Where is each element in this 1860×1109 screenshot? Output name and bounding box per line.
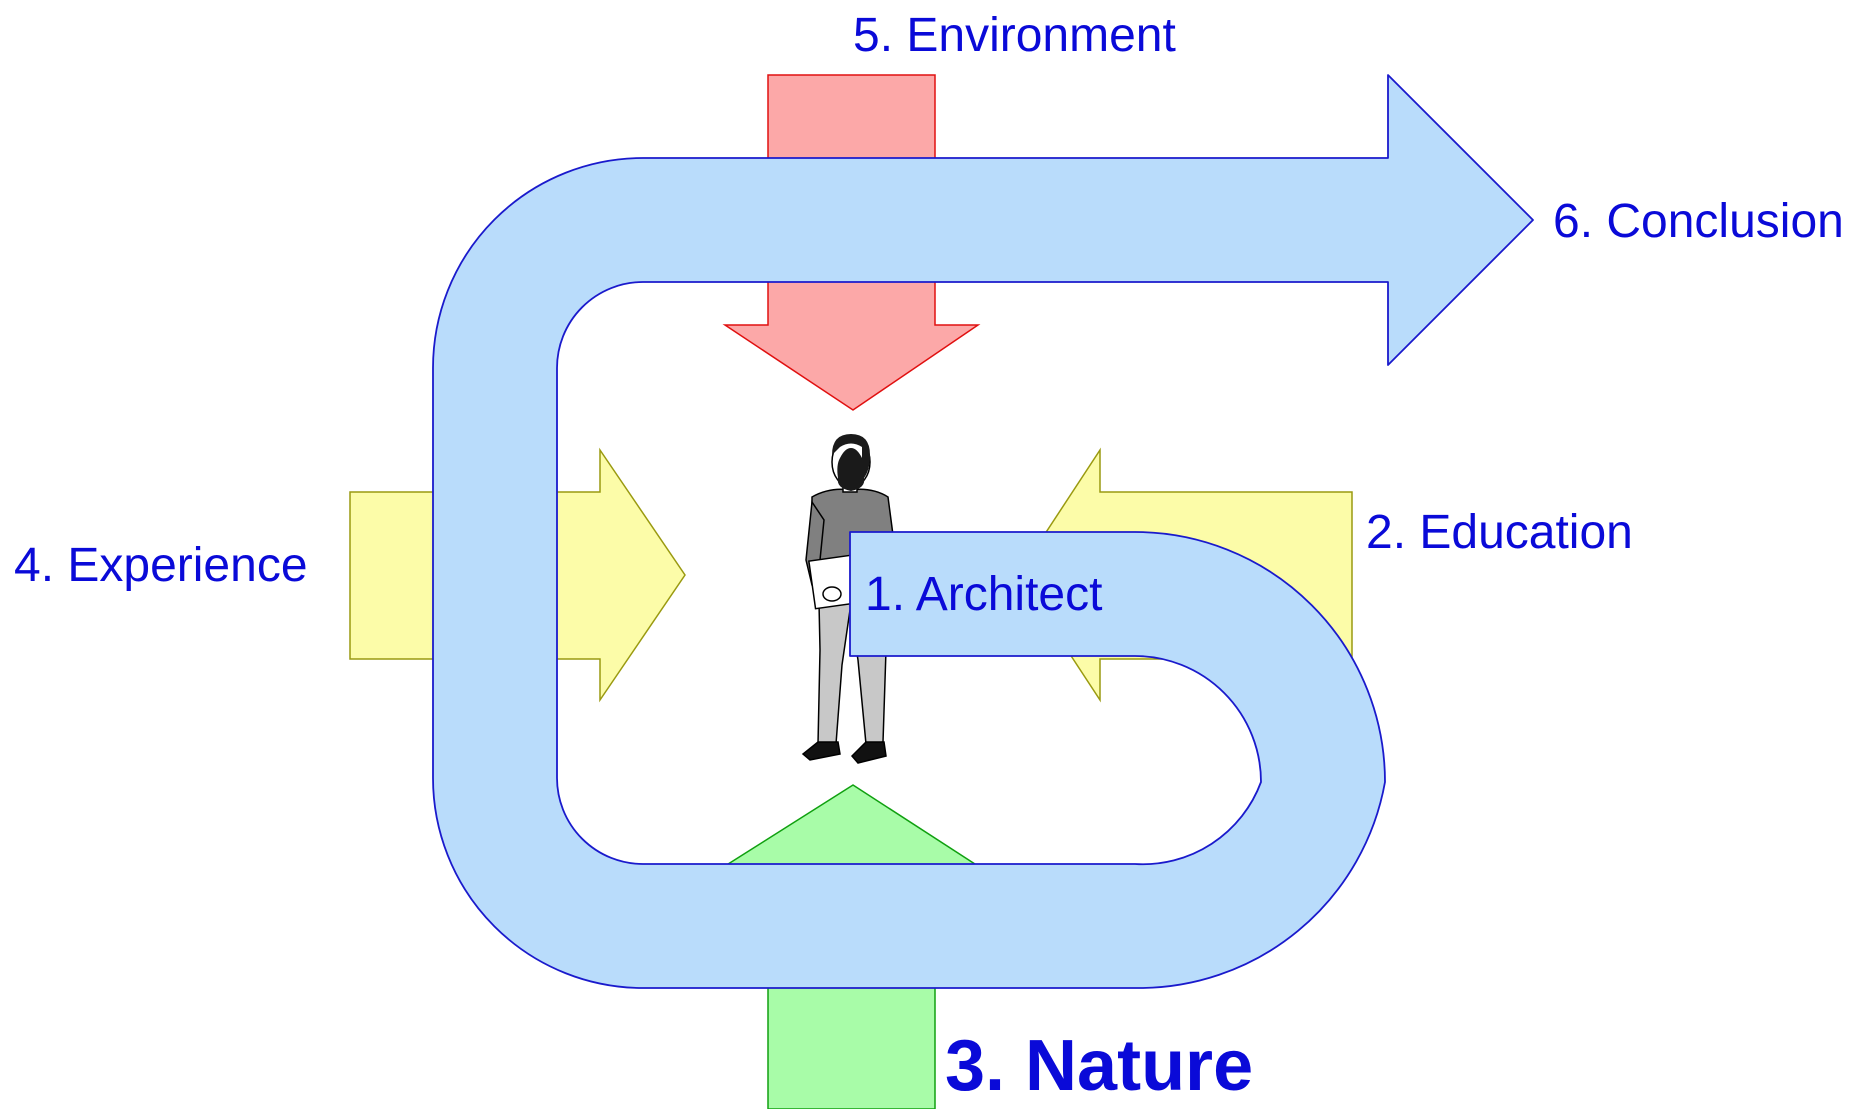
main-flow-arrow: [432, 74, 1534, 989]
education-label: 2. Education: [1366, 506, 1633, 559]
environment-label: 5. Environment: [853, 9, 1176, 62]
experience-label: 4. Experience: [14, 539, 308, 592]
conclusion-label: 6. Conclusion: [1553, 195, 1844, 248]
nature-label: 3. Nature: [945, 1026, 1254, 1106]
architect-label: 1. Architect: [865, 568, 1103, 621]
